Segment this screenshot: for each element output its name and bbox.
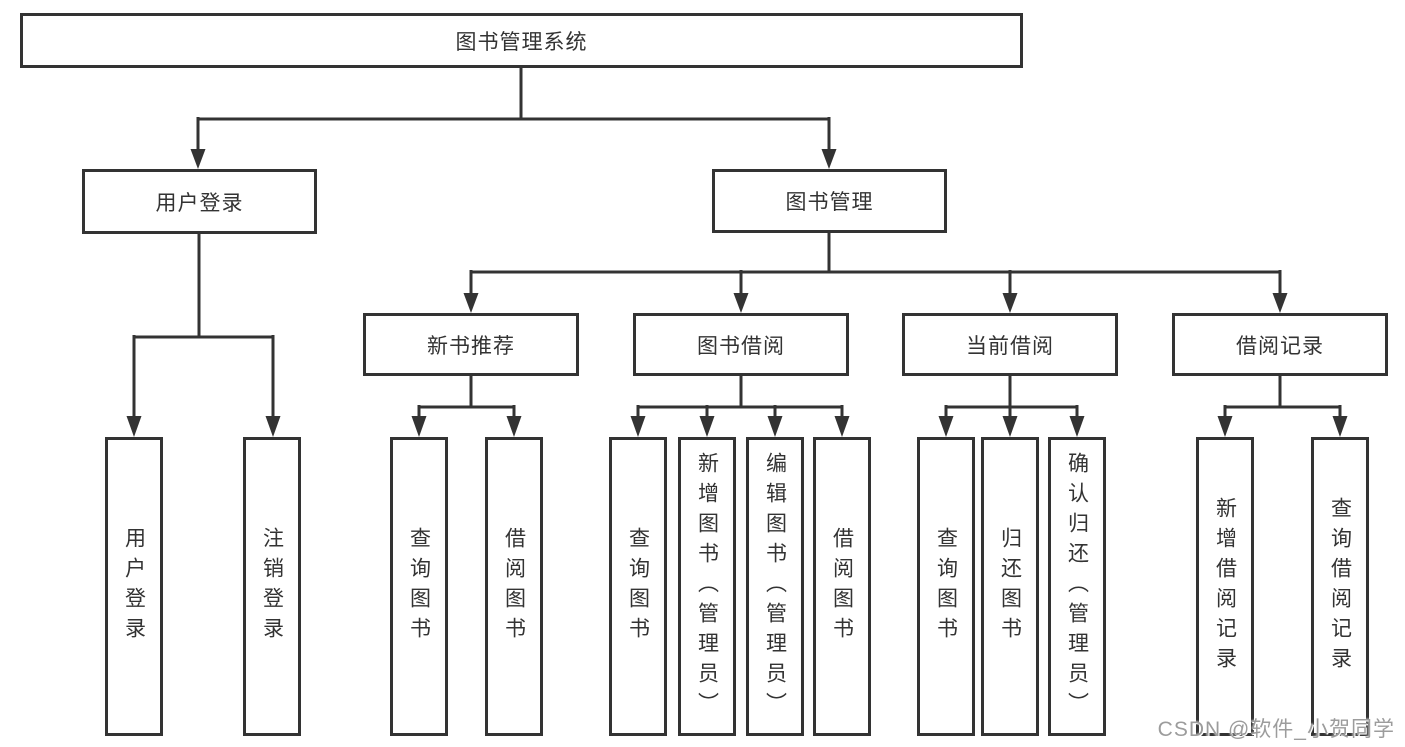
leaf-borrow-book-1: 借阅图书 (485, 437, 543, 736)
leaf-query-book-3-label: 查询图书 (934, 526, 958, 647)
leaf-add-borrow-record: 新增借阅记录 (1196, 437, 1254, 736)
node-user-login: 用户登录 (82, 169, 317, 234)
leaf-query-book-3: 查询图书 (917, 437, 975, 736)
node-book-borrow: 图书借阅 (633, 313, 849, 376)
csdn-watermark: CSDN @软件_小贺同学 (1157, 718, 1395, 741)
leaf-return-book: 归还图书 (981, 437, 1039, 736)
leaf-edit-book-admin: 编辑图书（管理员） (746, 437, 804, 736)
leaf-query-book-2: 查询图书 (609, 437, 667, 736)
node-book-management: 图书管理 (712, 169, 947, 233)
node-current-borrow: 当前借阅 (902, 313, 1118, 376)
node-borrow-record-label: 借阅记录 (1236, 334, 1324, 358)
node-borrow-record: 借阅记录 (1172, 313, 1388, 376)
connector-paths (132, 68, 1342, 424)
leaf-logout: 注销登录 (243, 437, 301, 736)
node-user-login-label: 用户登录 (155, 191, 244, 215)
leaf-add-book-admin-label: 新增图书（管理员） (695, 451, 719, 722)
leaf-query-book-1-label: 查询图书 (407, 526, 431, 647)
leaf-query-borrow-record-label: 查询借阅记录 (1328, 496, 1352, 677)
node-root-label: 图书管理系统 (455, 30, 588, 54)
node-root-system: 图书管理系统 (20, 13, 1023, 68)
leaf-logout-label: 注销登录 (260, 526, 284, 647)
leaf-confirm-return-admin-label: 确认归还（管理员） (1065, 451, 1089, 722)
leaf-return-book-label: 归还图书 (998, 526, 1022, 647)
arrowhead-icons (126, 149, 1348, 437)
leaf-add-book-admin: 新增图书（管理员） (678, 437, 736, 736)
leaf-edit-book-admin-label: 编辑图书（管理员） (763, 451, 787, 722)
leaf-add-borrow-record-label: 新增借阅记录 (1213, 496, 1237, 677)
leaf-query-book-2-label: 查询图书 (626, 526, 650, 647)
leaf-query-borrow-record: 查询借阅记录 (1311, 437, 1369, 736)
leaf-borrow-book-2: 借阅图书 (813, 437, 871, 736)
leaf-confirm-return-admin: 确认归还（管理员） (1048, 437, 1106, 736)
leaf-borrow-book-2-label: 借阅图书 (830, 526, 854, 647)
node-book-management-label: 图书管理 (785, 191, 874, 214)
leaf-user-login-label: 用户登录 (122, 526, 146, 647)
node-new-book-recommend-label: 新书推荐 (427, 334, 515, 358)
leaf-user-login: 用户登录 (105, 437, 163, 736)
leaf-query-book-1: 查询图书 (390, 437, 448, 736)
node-current-borrow-label: 当前借阅 (966, 334, 1054, 358)
node-new-book-recommend: 新书推荐 (363, 313, 579, 376)
node-book-borrow-label: 图书借阅 (697, 334, 785, 358)
leaf-borrow-book-1-label: 借阅图书 (502, 526, 526, 647)
